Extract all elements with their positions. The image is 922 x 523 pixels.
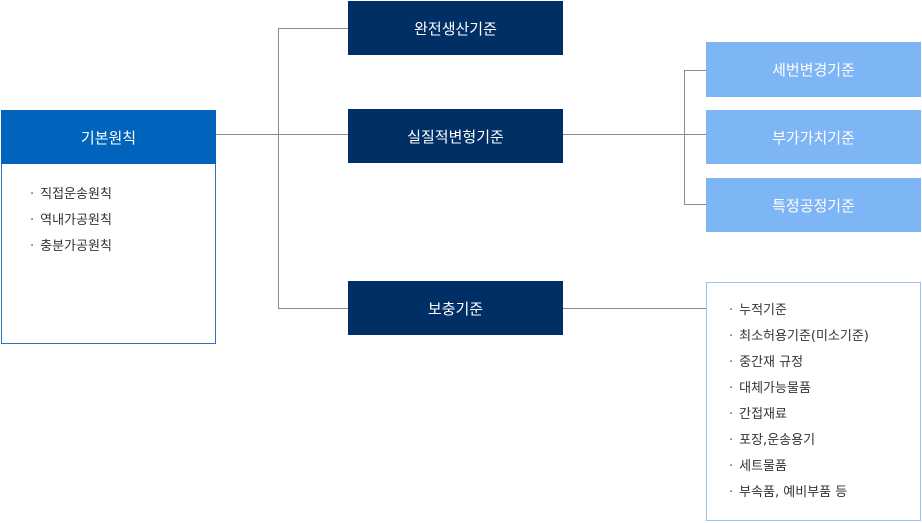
supplementary-panel: 누적기준 최소허용기준(미소기준) 중간재 규정 대체가능물품 간접재료 포장,… [706,282,921,521]
supplementary-item: 중간재 규정 [729,350,920,376]
criterion-tariff-change: 세번변경기준 [706,42,921,97]
supplementary-item: 누적기준 [729,298,920,324]
root-item: 직접운송원칙 [30,182,215,208]
root-item: 충분가공원칙 [30,234,215,260]
supplementary-item: 포장,운송용기 [729,428,920,454]
supplementary-item: 대체가능물품 [729,376,920,402]
supplementary-item-list: 누적기준 최소허용기준(미소기준) 중간재 규정 대체가능물품 간접재료 포장,… [707,283,920,506]
supplementary-item: 간접재료 [729,402,920,428]
supplementary-item: 세트물품 [729,454,920,480]
criterion-value-added: 부가가치기준 [706,110,921,164]
root-panel: 기본원칙 직접운송원칙 역내가공원칙 충분가공원칙 [1,110,216,344]
branch-complete-production: 완전생산기준 [348,1,563,55]
root-title: 기본원칙 [1,110,216,164]
supplementary-item: 부속품, 예비부품 등 [729,480,920,506]
branch-substantial-transformation: 실질적변형기준 [348,109,563,163]
supplementary-item: 최소허용기준(미소기준) [729,324,920,350]
root-item-list: 직접운송원칙 역내가공원칙 충분가공원칙 [2,164,215,260]
criterion-specific-process: 특정공정기준 [706,178,921,232]
root-item: 역내가공원칙 [30,208,215,234]
branch-supplementary: 보충기준 [348,281,563,335]
